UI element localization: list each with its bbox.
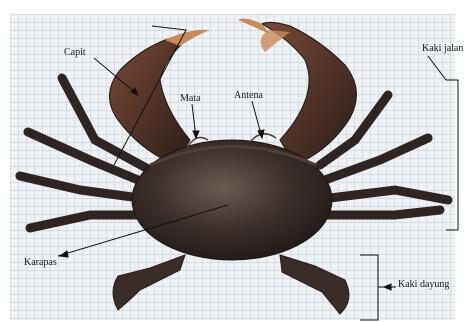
karapas-arrowhead [60,251,68,257]
right-leg-3 [330,190,448,200]
label-mata: Mata [180,94,201,104]
left-swimming-leg [113,255,185,310]
label-antena: Antena [234,91,263,101]
label-kaki-jalan: Kaki jalan [422,44,463,54]
mata-arrowhead [193,131,199,138]
label-capit: Capit [64,48,86,58]
right-leg-2 [325,138,428,180]
label-karapas: Karapas [24,258,57,268]
kaki-dayung-arrowhead [384,284,391,290]
antena-arrowhead [258,130,264,138]
right-swimming-leg [280,255,349,314]
kaki-jalan-bracket [446,80,458,230]
label-kaki-dayung: Kaki dayung [398,280,449,290]
kaki-dayung-bracket [360,255,378,320]
swimming-legs [113,255,349,314]
kaki-jalan-pointer [428,56,446,80]
right-leg-4 [325,210,440,215]
